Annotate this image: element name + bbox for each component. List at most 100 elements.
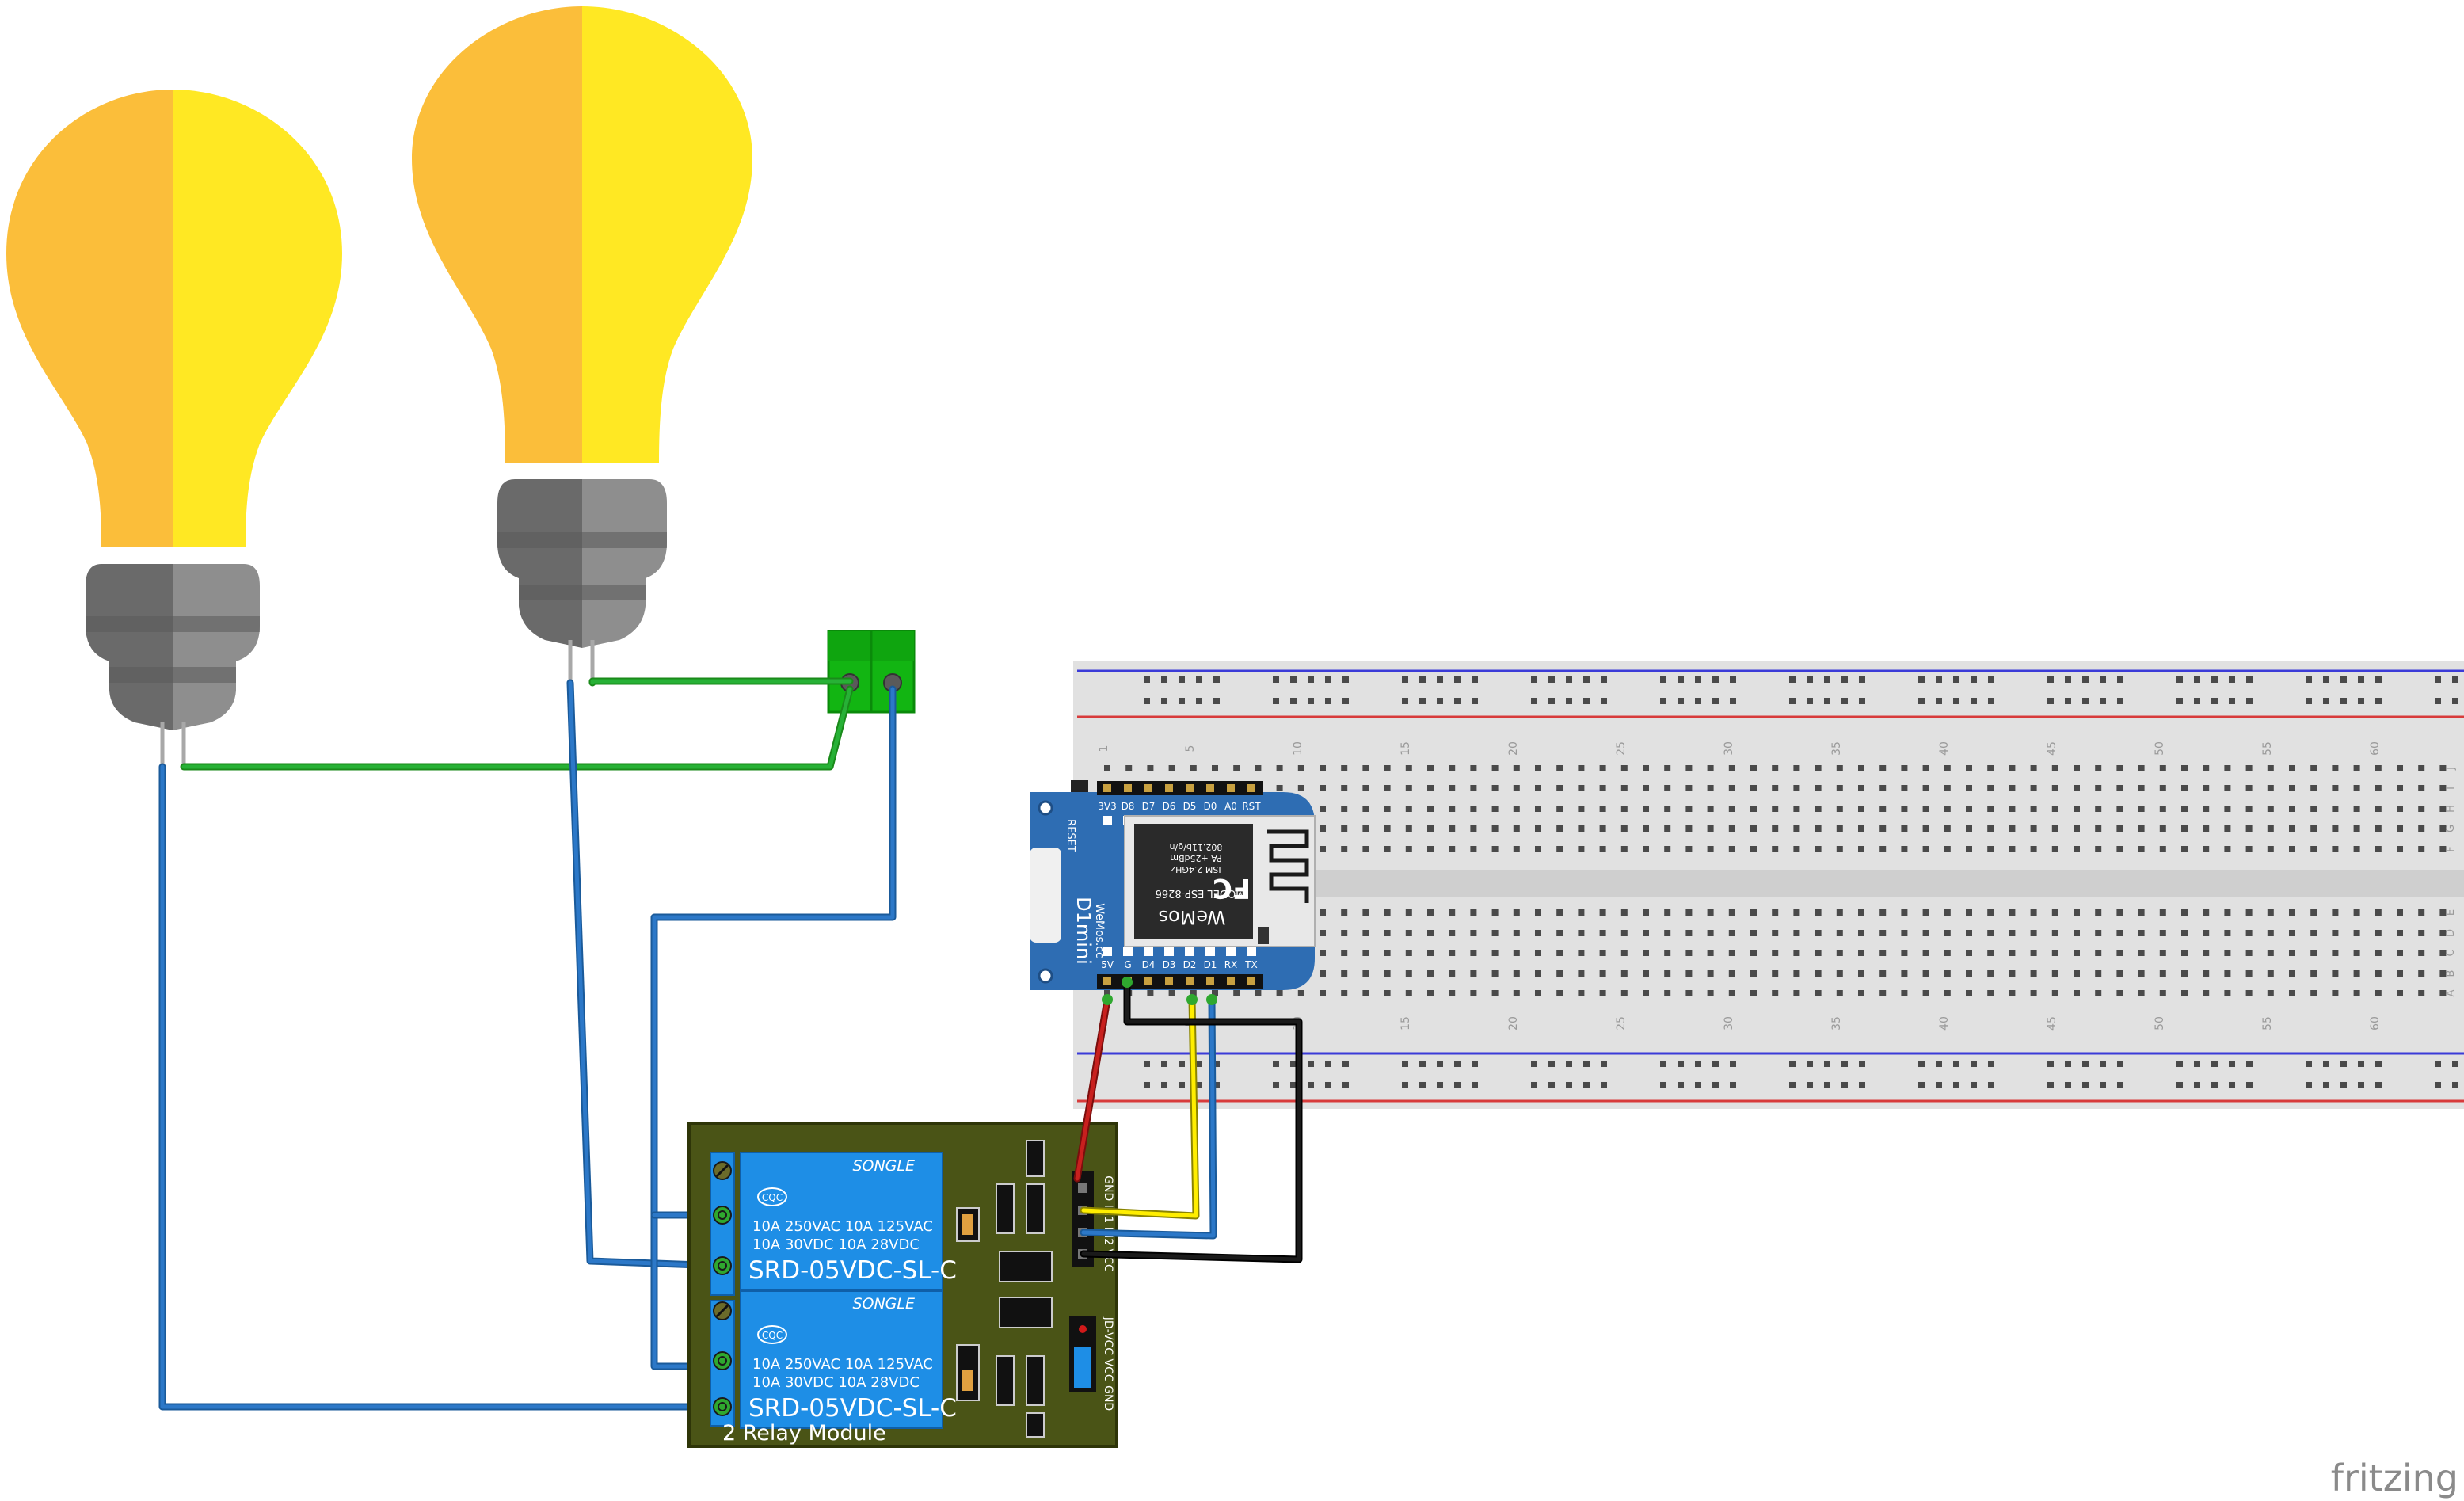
wemos-pin xyxy=(1103,784,1111,792)
breadboard-hole xyxy=(1815,950,1822,956)
breadboard-hole xyxy=(2203,950,2210,956)
rail-hole xyxy=(1472,698,1478,704)
rail-hole xyxy=(1566,1061,1572,1067)
breadboard-hole xyxy=(1427,950,1434,956)
rail-hole xyxy=(1437,676,1443,683)
rail-hole xyxy=(1144,676,1150,683)
rail-hole xyxy=(1660,1061,1666,1067)
rail-hole xyxy=(2358,1082,2364,1088)
breadboard-hole xyxy=(1427,785,1434,791)
breadboard-hole xyxy=(1879,930,1887,936)
breadboard-hole xyxy=(2116,950,2123,956)
breadboard-hole xyxy=(1513,765,1520,771)
breadboard-hole xyxy=(1578,950,1585,956)
breadboard-hole xyxy=(2418,930,2425,936)
breadboard-hole xyxy=(1427,970,1434,977)
breadboard-hole xyxy=(2245,846,2253,852)
breadboard-hole xyxy=(2418,806,2425,812)
breadboard-hole xyxy=(1836,825,1843,832)
breadboard-hole xyxy=(1664,990,1671,996)
rail-hole xyxy=(2375,698,2382,704)
rail-hole xyxy=(2246,1061,2253,1067)
breadboard-hole xyxy=(2353,950,2360,956)
rail-hole xyxy=(1971,1061,1977,1067)
breadboard-hole xyxy=(1987,806,1994,812)
breadboard-hole xyxy=(2310,846,2317,852)
wemos-pin xyxy=(1247,977,1255,985)
rail-hole xyxy=(1988,1061,1994,1067)
breadboard-hole xyxy=(2353,806,2360,812)
wemos-pin xyxy=(1206,784,1214,792)
rail-hole xyxy=(1273,698,1279,704)
breadboard-hole xyxy=(2267,806,2274,812)
rail-hole xyxy=(2100,1082,2106,1088)
rail-hole xyxy=(1953,1082,1959,1088)
blue-wire-terminal-to-relay2 xyxy=(652,687,895,1369)
breadboard-hole xyxy=(1405,950,1412,956)
breadboard-hole xyxy=(1772,909,1779,916)
breadboard-hole xyxy=(1556,990,1563,996)
breadboard-hole xyxy=(1341,950,1348,956)
relay-1-rating-2: 10A 30VDC 10A 28VDC xyxy=(752,1236,920,1253)
rail-hole xyxy=(2435,1061,2441,1067)
rail-hole xyxy=(1953,676,1959,683)
wire-end xyxy=(1122,977,1133,988)
rail-hole xyxy=(1196,676,1202,683)
breadboard-hole xyxy=(1513,846,1520,852)
breadboard-hole xyxy=(1815,825,1822,832)
breadboard-hole xyxy=(1427,909,1434,916)
rail-hole xyxy=(1678,1061,1684,1067)
breadboard-hole xyxy=(1578,909,1585,916)
breadboard-hole xyxy=(1793,950,1800,956)
breadboard-hole xyxy=(1772,930,1779,936)
breadboard-hole xyxy=(2332,785,2339,791)
breadboard-hole xyxy=(1491,990,1499,996)
rail-hole xyxy=(2323,1082,2329,1088)
breadboard-hole xyxy=(1556,806,1563,812)
pad xyxy=(1103,816,1112,825)
breadboard-hole xyxy=(1643,765,1649,771)
relay-2-model: SRD-05VDC-SL-C xyxy=(748,1394,957,1423)
breadboard-hole xyxy=(1815,846,1822,852)
column-number: 10 xyxy=(1292,741,1304,756)
breadboard-hole xyxy=(2332,950,2339,956)
breadboard-hole xyxy=(1104,990,1110,996)
breadboard-hole xyxy=(2267,970,2274,977)
column-number: 40 xyxy=(1938,741,1951,756)
rail-hole xyxy=(2340,698,2347,704)
wemos-bottom-pin-label: 5V xyxy=(1101,959,1114,970)
breadboard-hole xyxy=(2095,930,2102,936)
module-model: MODEL ESP-8266 xyxy=(1156,887,1245,899)
rail-hole xyxy=(1660,1082,1666,1088)
breadboard-hole xyxy=(2224,806,2231,812)
rail-hole xyxy=(1859,1061,1865,1067)
breadboard-hole xyxy=(2439,846,2447,852)
breadboard-hole xyxy=(1449,990,1456,996)
breadboard-hole xyxy=(1190,990,1197,996)
breadboard-hole xyxy=(1233,765,1240,771)
breadboard-hole xyxy=(2138,825,2145,832)
breadboard-hole xyxy=(1728,990,1735,996)
breadboard-hole xyxy=(1320,950,1326,956)
rail-hole xyxy=(1660,698,1666,704)
breadboard-hole xyxy=(2051,825,2058,832)
breadboard-hole xyxy=(1491,930,1499,936)
rail-hole xyxy=(1161,676,1167,683)
breadboard-hole xyxy=(2397,846,2403,852)
rail-hole xyxy=(1290,698,1297,704)
breadboard-hole xyxy=(2224,765,2231,771)
breadboard-hole xyxy=(2397,785,2403,791)
row-letter: H xyxy=(2445,805,2457,813)
rail-hole xyxy=(1859,676,1865,683)
breadboard-hole xyxy=(1836,930,1843,936)
rail-hole xyxy=(2047,1082,2054,1088)
breadboard-hole xyxy=(1772,785,1779,791)
rail-hole xyxy=(1841,676,1848,683)
breadboard-hole xyxy=(2375,990,2382,996)
breadboard-hole xyxy=(1750,930,1757,936)
breadboard-hole xyxy=(2009,825,2016,832)
breadboard-hole xyxy=(2203,909,2210,916)
rail-hole xyxy=(1308,676,1314,683)
breadboard-hole xyxy=(1341,806,1348,812)
breadboard-hole xyxy=(1664,970,1671,977)
